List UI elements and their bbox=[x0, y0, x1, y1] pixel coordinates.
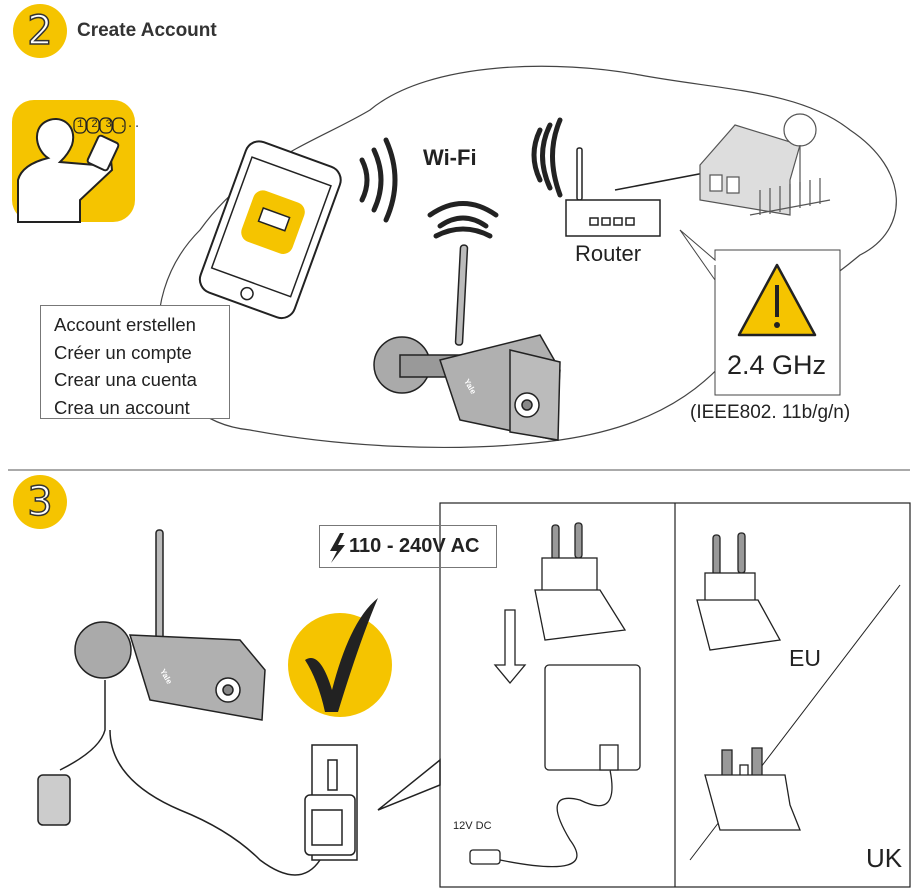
adapter-illustration bbox=[469, 522, 641, 868]
dc-label: 12V DC bbox=[453, 820, 492, 832]
house-illustration bbox=[699, 113, 831, 216]
wifi-standard-label: (IEEE802. 11b/g/n) bbox=[690, 402, 851, 423]
uk-plug-label: UK bbox=[866, 843, 903, 873]
camera-illustration bbox=[373, 244, 561, 441]
language-item: Créer un compte bbox=[54, 341, 192, 363]
warning-callout bbox=[679, 229, 841, 396]
language-item: Account erstellen bbox=[54, 314, 196, 335]
wifi-waves-icon bbox=[359, 117, 563, 239]
app-icon-steps: 1 2 3 ... bbox=[77, 119, 141, 131]
wifi-label: Wi-Fi bbox=[423, 145, 477, 170]
language-item: Crea un account bbox=[54, 396, 190, 418]
lightning-icon bbox=[330, 533, 345, 563]
step-number-badge: 3 bbox=[13, 475, 67, 529]
camera-illustration bbox=[37, 529, 321, 876]
language-list: Account erstellen Créer un compte Crear … bbox=[40, 305, 230, 419]
section-title: Create Account bbox=[77, 20, 217, 41]
eu-plug-label: EU bbox=[789, 645, 821, 671]
voltage-box: 110 - 240V AC bbox=[319, 525, 497, 568]
smartphone-illustration bbox=[198, 140, 342, 320]
router-label: Router bbox=[575, 241, 642, 266]
eu-plug-illustration bbox=[696, 532, 782, 651]
uk-plug-illustration bbox=[704, 747, 801, 831]
wall-outlet-illustration bbox=[304, 744, 441, 861]
checkmark-icon bbox=[288, 598, 392, 717]
language-item: Crear una cuenta bbox=[54, 369, 197, 390]
app-icon bbox=[12, 100, 135, 223]
frequency-label: 2.4 GHz bbox=[727, 350, 827, 380]
step-number-badge: 2 bbox=[13, 4, 67, 58]
router-illustration bbox=[565, 147, 721, 237]
voltage-label: 110 - 240V AC bbox=[349, 535, 480, 557]
